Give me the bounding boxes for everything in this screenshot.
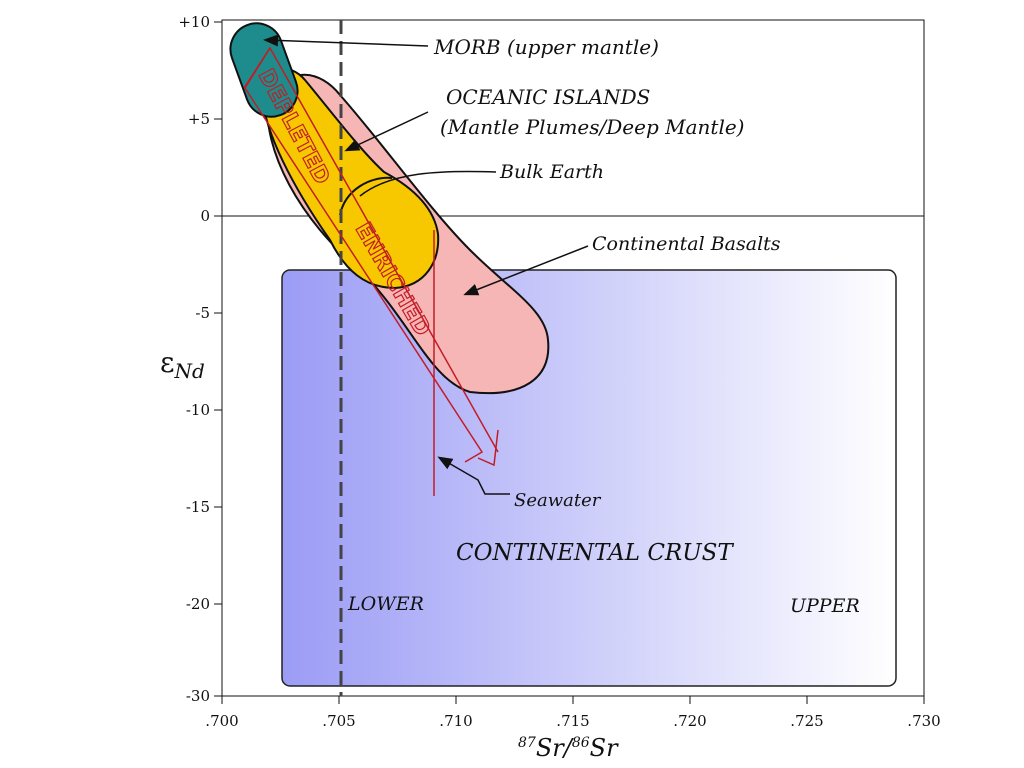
continental-crust-label: CONTINENTAL CRUST: [456, 540, 734, 566]
y-tick-label: +5: [188, 110, 210, 128]
enriched-arrowhead: [477, 429, 499, 467]
x-tick-label: .710: [439, 712, 472, 730]
oceanic-islands-label-2: (Mantle Plumes/Deep Mantle): [440, 115, 744, 139]
y-tick-label: -15: [186, 498, 210, 516]
lower-crust-label: LOWER: [347, 593, 424, 615]
morb-field: [229, 22, 299, 118]
bulk-earth-outline: [339, 176, 393, 216]
bulk-earth-label: Bulk Earth: [499, 161, 604, 183]
x-tick-label: .700: [205, 712, 238, 730]
y-axis-label: εNd: [160, 346, 205, 383]
axis-ticks: .700 .705 .710 .715 .720 .725 .730 +10 +5 0 -5 -10 -…: [178, 13, 940, 730]
x-axis-label: 87Sr/86Sr: [518, 734, 619, 762]
seawater-label: Seawater: [514, 490, 602, 511]
oceanic-islands-leader: [344, 111, 429, 152]
x-tick-label: .705: [322, 712, 355, 730]
y-tick-label: -30: [186, 687, 210, 705]
y-tick-label: +10: [178, 13, 210, 31]
bulk-earth-leader: [359, 170, 497, 197]
seawater-leader: [437, 456, 510, 495]
oceanic-islands-label-1: OCEANIC ISLANDS: [446, 85, 650, 109]
x-tick-label: .720: [673, 712, 706, 730]
morb-label: MORB (upper mantle): [433, 35, 659, 59]
continental-basalts-leader: [463, 245, 589, 296]
enriched-arrow: [244, 47, 484, 463]
x-tick-label: .730: [907, 712, 940, 730]
y-tick-label: -20: [186, 595, 210, 613]
y-tick-label: -5: [195, 304, 210, 322]
oceanic-islands-field: [260, 67, 440, 290]
continental-basalts-label: Continental Basalts: [592, 233, 781, 255]
x-tick-label: .715: [556, 712, 589, 730]
upper-crust-label: UPPER: [790, 595, 860, 617]
y-tick-label: 0: [200, 207, 210, 225]
y-tick-label: -10: [186, 401, 210, 419]
morb-leader: [263, 34, 429, 47]
x-tick-label: .725: [790, 712, 823, 730]
continental-crust-field: [281, 269, 897, 687]
